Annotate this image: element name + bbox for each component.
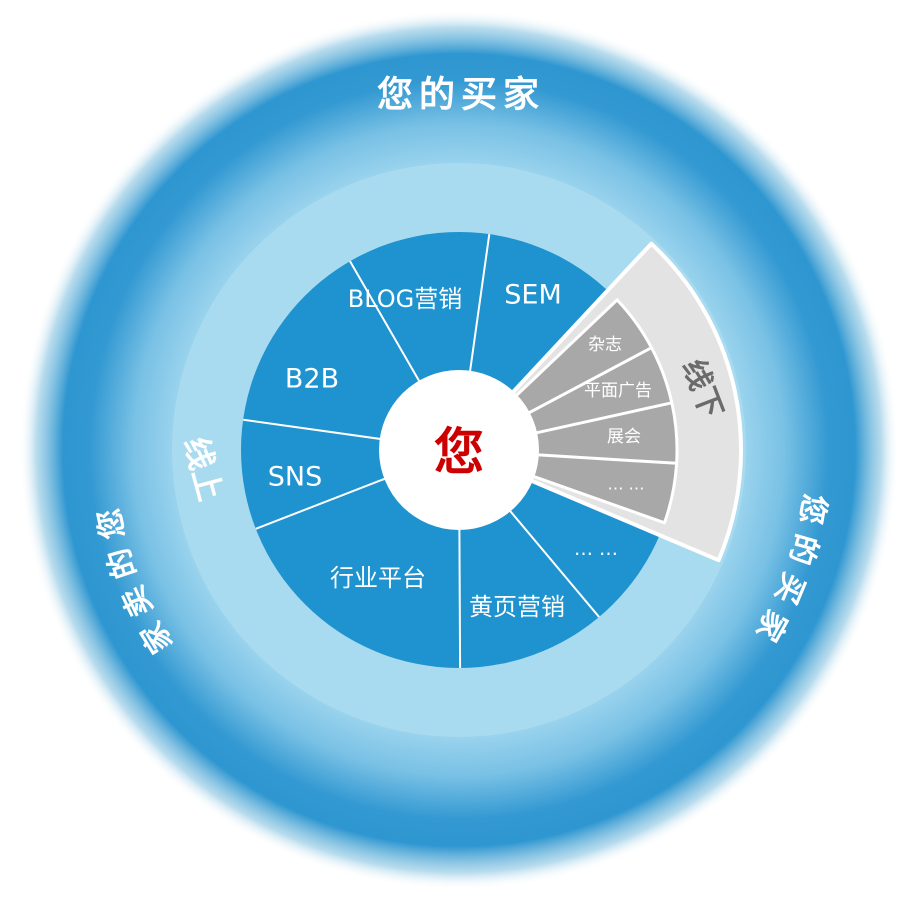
right-arc-char: 您 [792, 491, 831, 526]
sector-label-sem: SEM [504, 280, 562, 311]
sector-label-industry-platform: 行业平台 [330, 564, 426, 592]
sector-label-online-more: … … [574, 538, 618, 560]
sector-label-blog: BLOG营销 [348, 285, 462, 313]
sector-label-b2b: B2B [285, 364, 339, 395]
top-buyers-label: 您的买家 [377, 75, 545, 116]
sector-label-exhibition: 展会 [607, 427, 641, 447]
sector-label-yellow-pages: 黄页营销 [469, 593, 565, 621]
sector-label-offline-more: … … [607, 475, 644, 494]
sector-label-print-ads: 平面广告 [584, 381, 652, 401]
sector-label-magazine: 杂志 [588, 335, 622, 355]
center-hub [379, 370, 539, 530]
sector-label-sns: SNS [268, 462, 322, 493]
left-arc-char: 您 [92, 505, 132, 542]
center-label: 您 [434, 423, 484, 481]
